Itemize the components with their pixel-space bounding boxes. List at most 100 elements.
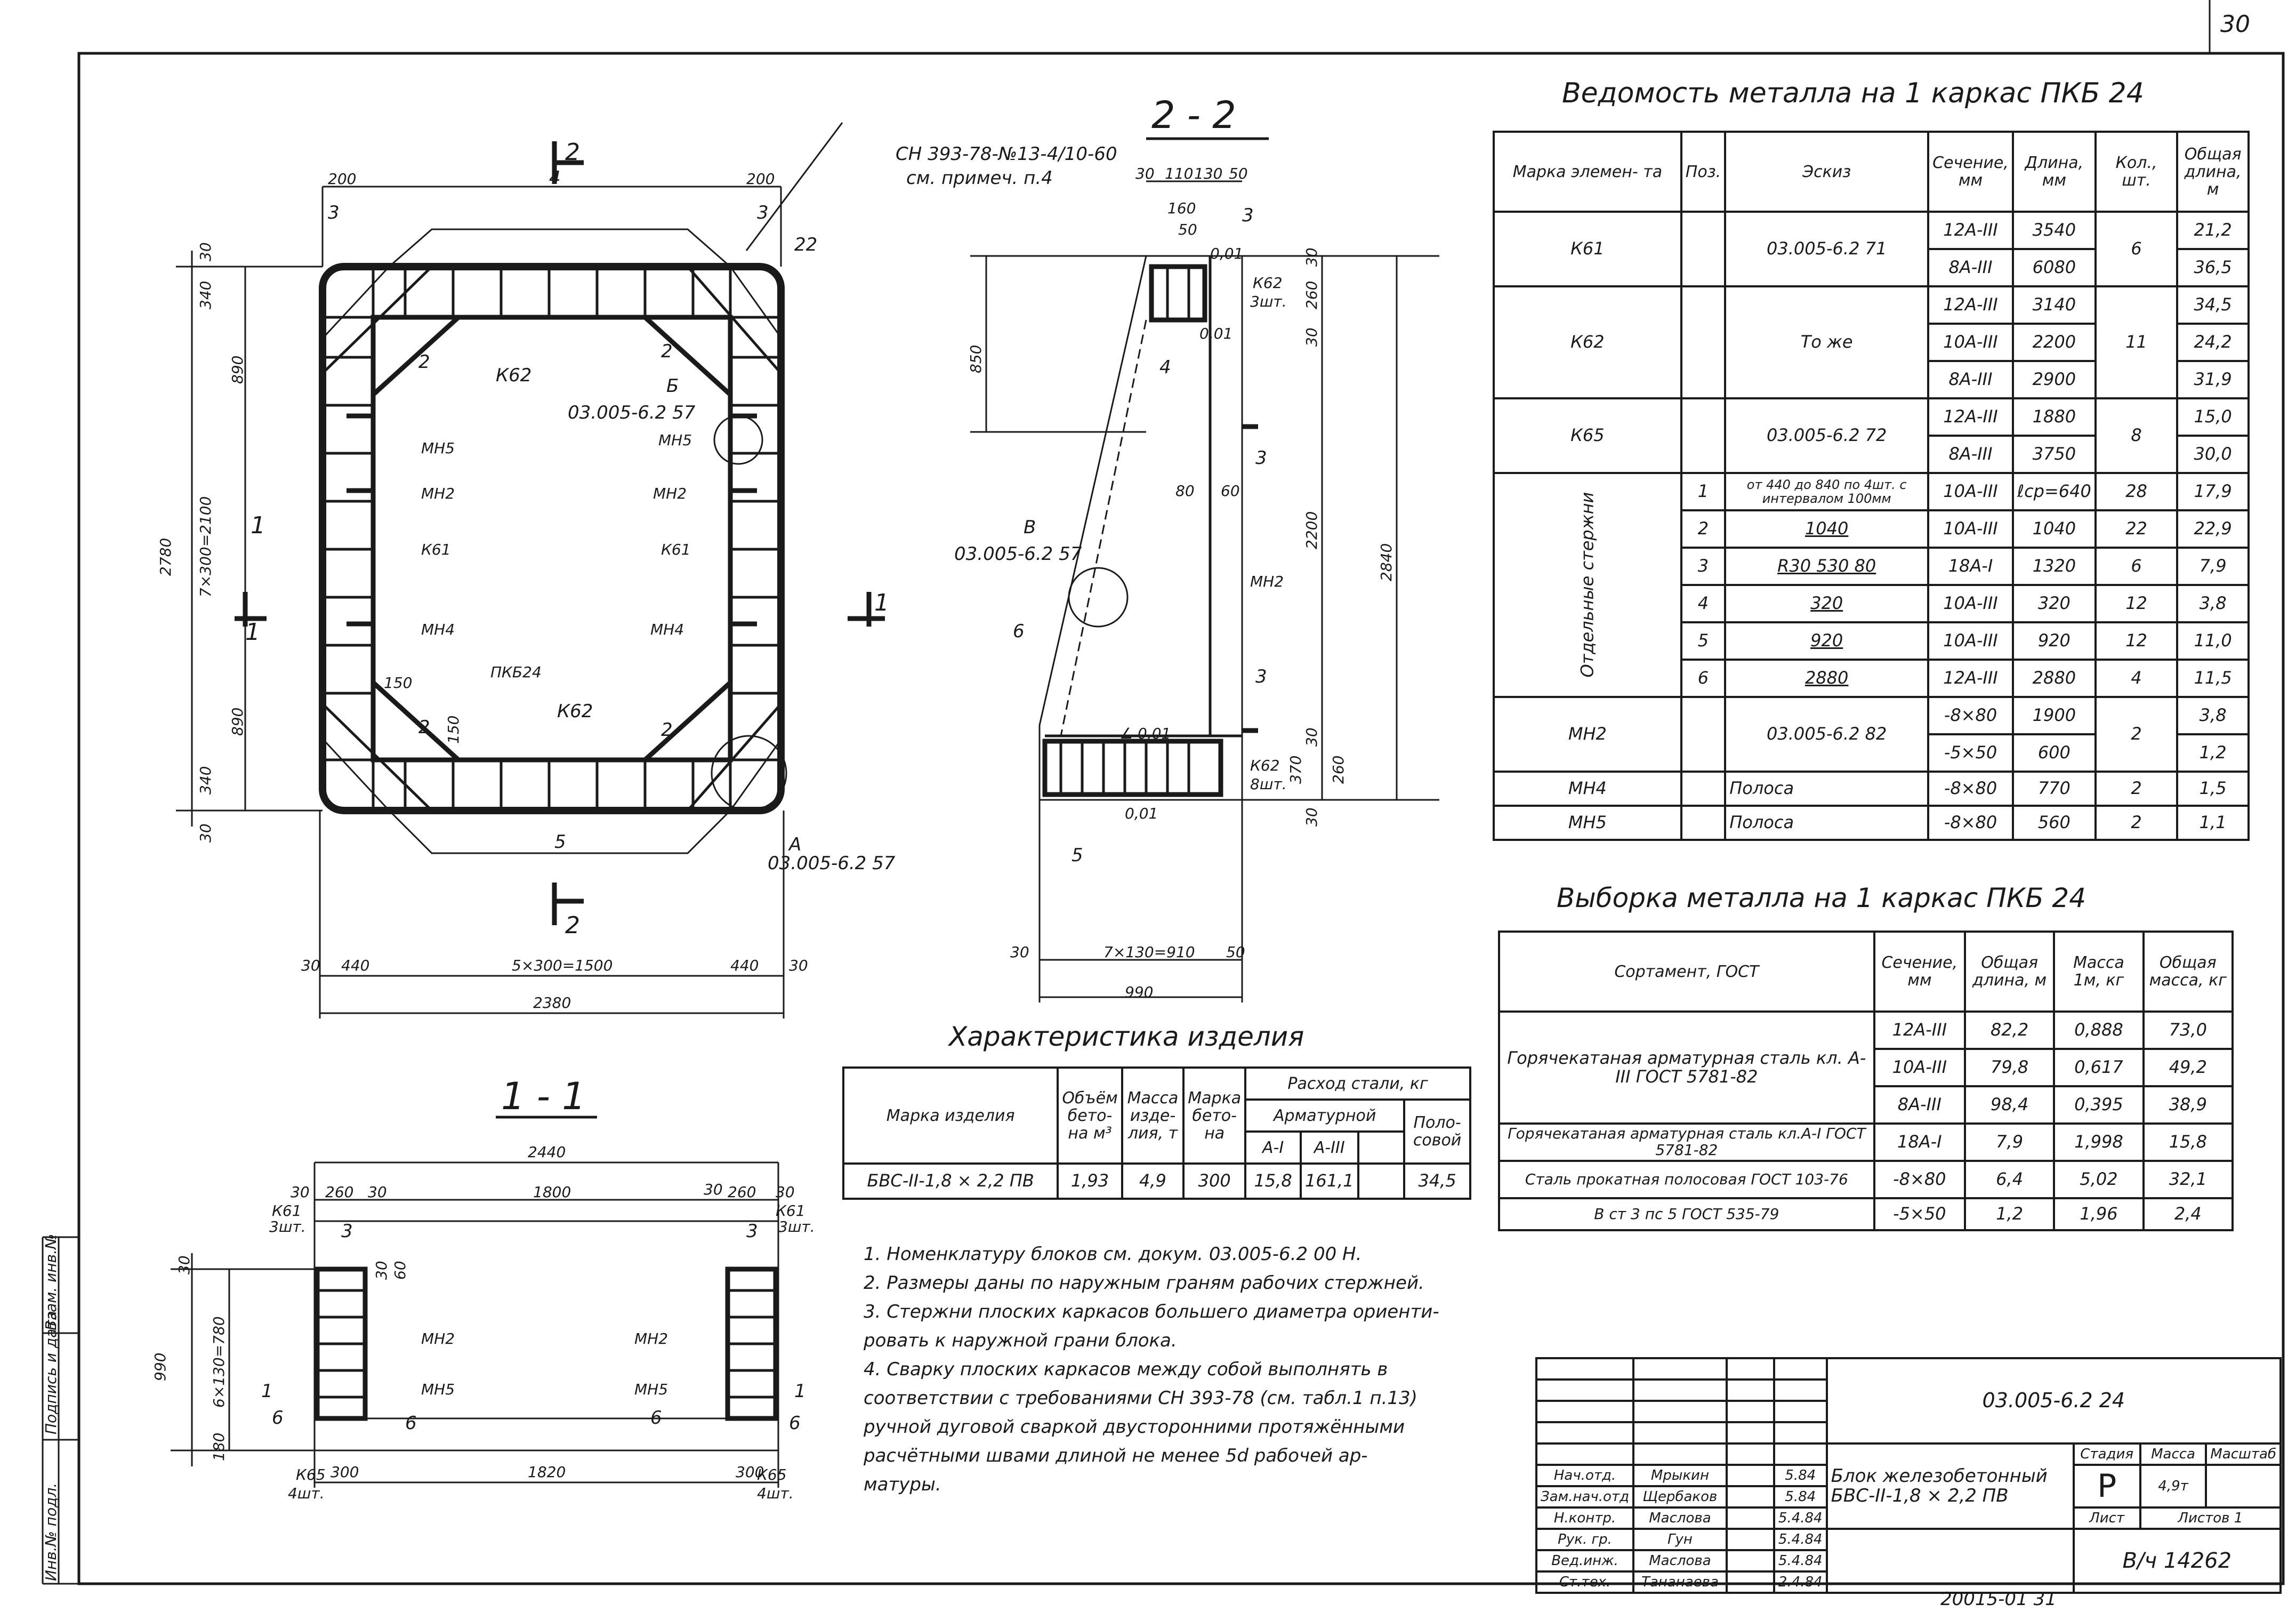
- svg-text:МН5: МН5: [634, 1381, 668, 1398]
- svg-text:30: 30: [197, 823, 214, 843]
- svg-text:2780: 2780: [157, 538, 174, 576]
- svg-text:7×300=2100: 7×300=2100: [197, 496, 214, 597]
- plan-cage-outer: [319, 263, 785, 814]
- svg-text:260: 260: [325, 1183, 353, 1201]
- selection-table: Сортамент, ГОСТ Сечение, мм Общая длина,…: [1498, 931, 2234, 1231]
- svg-text:0,01: 0,01: [1199, 325, 1232, 342]
- svg-text:180: 180: [210, 1433, 228, 1461]
- svg-text:А: А: [788, 834, 801, 855]
- svg-text:МН2: МН2: [421, 1330, 455, 1348]
- svg-text:К61: К61: [272, 1202, 302, 1220]
- plan-view: [176, 122, 885, 1018]
- plan-callout-a-circle: [711, 735, 787, 812]
- notes: 1. Номенклатуру блоков см. докум. 03.005…: [864, 1240, 1439, 1499]
- svg-text:30: 30: [704, 1181, 723, 1198]
- svg-text:4: 4: [1159, 357, 1171, 378]
- stamp-org: В/ч 14262: [2072, 1528, 2282, 1594]
- svg-text:К62: К62: [1253, 274, 1283, 292]
- characteristics-table: Марка изделия Объём бето- на м³ Масса из…: [842, 1066, 1471, 1200]
- svg-text:В: В: [1024, 517, 1036, 538]
- svg-text:990: 990: [1125, 983, 1153, 1001]
- note-line: ручной дуговой сваркой двусторонними про…: [864, 1416, 1405, 1438]
- svg-text:300: 300: [736, 1463, 764, 1481]
- svg-text:6: 6: [650, 1407, 662, 1429]
- svg-text:К62: К62: [557, 701, 593, 722]
- svg-text:30: 30: [776, 1183, 795, 1201]
- section-1-1-labels: 1 - 1 2440 30 260 30 1800 30 260 30 30 9…: [151, 1074, 815, 1502]
- svg-text:3шт.: 3шт.: [269, 1218, 306, 1236]
- svg-text:6: 6: [789, 1413, 801, 1434]
- section-2-2-outline: [1038, 255, 1243, 801]
- svg-text:80: 80: [1175, 482, 1195, 500]
- svg-text:2380: 2380: [533, 994, 571, 1012]
- metal-sheet-title: Ведомость металла на 1 каркас ПКБ 24: [1562, 77, 2144, 109]
- svg-text:МН2: МН2: [653, 485, 687, 502]
- title-stamp: 03.005-6.2 24 Блок железобетонный БВС-II…: [1535, 1357, 2282, 1594]
- svg-text:30: 30: [197, 242, 214, 261]
- svg-text:440: 440: [341, 957, 369, 974]
- svg-text:260: 260: [728, 1183, 756, 1201]
- svg-text:1820: 1820: [528, 1463, 566, 1481]
- svg-text:7×130=910: 7×130=910: [1103, 943, 1195, 961]
- svg-text:30: 30: [1135, 165, 1155, 182]
- svg-text:1: 1: [261, 1381, 273, 1402]
- svg-text:6×130=780: 6×130=780: [210, 1316, 228, 1408]
- plan-section-mark-top: 2: [565, 139, 580, 166]
- svg-text:30: 30: [175, 1255, 193, 1274]
- left-strip-replace: Взам. инв.№: [42, 1234, 60, 1330]
- svg-text:3: 3: [328, 202, 340, 223]
- svg-text:2: 2: [661, 719, 673, 741]
- plan-section-mark-left: 1: [245, 619, 260, 646]
- svg-text:260: 260: [1303, 281, 1320, 309]
- svg-text:990: 990: [151, 1353, 169, 1381]
- svg-text:130: 130: [1194, 165, 1222, 182]
- svg-text:МН2: МН2: [1250, 573, 1284, 590]
- svg-text:4шт.: 4шт.: [288, 1485, 325, 1502]
- section-2-2-callout-circle: [1068, 567, 1129, 628]
- svg-text:300: 300: [331, 1463, 359, 1481]
- svg-text:К65: К65: [757, 1466, 787, 1483]
- svg-text:6: 6: [405, 1413, 417, 1434]
- svg-text:1: 1: [251, 512, 265, 539]
- section-1-1-outline: [313, 1220, 779, 1451]
- svg-text:МН5: МН5: [421, 439, 455, 457]
- svg-text:50: 50: [1178, 221, 1197, 238]
- selection-title: Выборка металла на 1 каркас ПКБ 24: [1557, 883, 2086, 913]
- page-number: 30: [2220, 11, 2250, 38]
- svg-text:3шт.: 3шт.: [778, 1218, 815, 1236]
- svg-text:3: 3: [1255, 666, 1267, 687]
- svg-text:03.005-6.2 57: 03.005-6.2 57: [768, 853, 896, 874]
- svg-text:МН5: МН5: [421, 1381, 455, 1398]
- svg-text:∠ 0,01: ∠ 0,01: [1119, 725, 1171, 742]
- plan-section-mark-right: 1: [874, 589, 889, 616]
- svg-text:4: 4: [549, 167, 561, 189]
- svg-text:200: 200: [746, 170, 775, 188]
- svg-text:6: 6: [1013, 621, 1025, 642]
- svg-text:340: 340: [197, 766, 214, 795]
- svg-text:2: 2: [661, 341, 673, 362]
- svg-text:3: 3: [1242, 205, 1254, 226]
- svg-text:5×300=1500: 5×300=1500: [512, 957, 613, 974]
- svg-text:Б: Б: [666, 375, 679, 397]
- svg-text:30: 30: [1303, 247, 1320, 267]
- note-line: 3. Стержни плоских каркасов большего диа…: [864, 1301, 1439, 1322]
- plan-callout-b-circle: [713, 415, 763, 465]
- svg-text:5: 5: [1072, 845, 1083, 866]
- svg-text:890: 890: [229, 708, 246, 736]
- svg-text:0,01: 0,01: [1210, 245, 1243, 262]
- svg-text:890: 890: [229, 356, 246, 384]
- plan-labels: 2 2 1 1 200 4 200 3 3 22 СН 393-78-№13-4…: [157, 139, 1117, 1012]
- note-line: соответствии с требованиями СН 393-78 (с…: [864, 1388, 1417, 1409]
- svg-text:0,01: 0,01: [1125, 805, 1158, 822]
- svg-text:К61: К61: [661, 541, 691, 558]
- svg-text:МН5: МН5: [658, 431, 692, 449]
- svg-text:30: 30: [1303, 327, 1320, 347]
- section-1-1-title: 1 - 1: [501, 1074, 586, 1118]
- svg-text:50: 50: [1229, 165, 1248, 182]
- sheet-frame: [77, 52, 2285, 1585]
- svg-text:03.005-6.2 57: 03.005-6.2 57: [954, 543, 1082, 565]
- section-2-2: [970, 180, 1439, 1003]
- note-line: 2. Размеры даны по наружным граням рабоч…: [864, 1272, 1424, 1294]
- svg-text:150: 150: [445, 716, 462, 744]
- svg-text:МН4: МН4: [650, 621, 684, 638]
